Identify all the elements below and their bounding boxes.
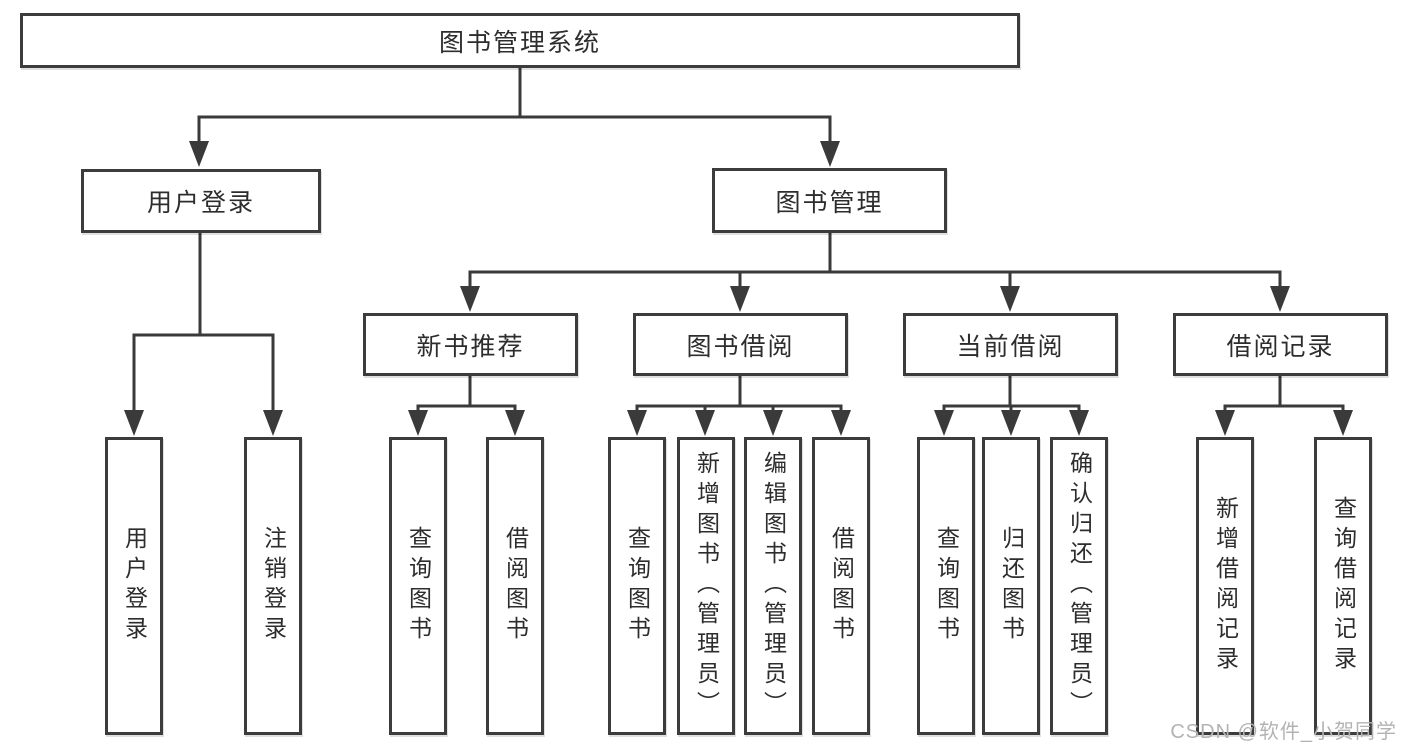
leaf-user-login: 用户登录	[105, 437, 163, 735]
leaf-current-query: 查询图书	[917, 437, 975, 735]
node-label: 注销登录	[260, 526, 287, 646]
leaf-borrow-borrow: 借阅图书	[812, 437, 870, 735]
node-label: 查询图书	[405, 526, 432, 646]
node-user-login: 用户登录	[81, 169, 321, 233]
leaf-borrow-edit-admin: 编辑图书（管理员）	[744, 437, 802, 735]
node-label: 查询图书	[624, 526, 651, 646]
node-label: 借阅记录	[1226, 332, 1335, 361]
node-label: 图书管理	[775, 188, 884, 217]
node-label: 新增借阅记录	[1212, 496, 1239, 676]
node-book-management: 图书管理	[712, 168, 947, 233]
node-label: 借阅图书	[828, 526, 855, 646]
node-label: 确认归还（管理员）	[1066, 451, 1093, 721]
node-current-borrow: 当前借阅	[903, 313, 1118, 376]
leaf-records-add: 新增借阅记录	[1196, 437, 1254, 735]
leaf-borrow-query: 查询图书	[608, 437, 666, 735]
leaf-current-confirm-admin: 确认归还（管理员）	[1050, 437, 1108, 735]
csdn-watermark: CSDN @软件_小贺同学	[1170, 721, 1397, 743]
node-borrow-records: 借阅记录	[1173, 313, 1388, 376]
node-label: 用户登录	[146, 189, 255, 217]
node-book-borrow: 图书借阅	[633, 313, 848, 376]
node-label: 查询借阅记录	[1330, 496, 1357, 676]
node-label: 新书推荐	[416, 332, 525, 361]
node-label: 图书借阅	[686, 332, 795, 361]
leaf-records-query: 查询借阅记录	[1314, 437, 1372, 735]
node-label: 当前借阅	[956, 332, 1065, 361]
leaf-current-return: 归还图书	[982, 437, 1040, 735]
node-label: 编辑图书（管理员）	[760, 451, 787, 721]
leaf-newbook-borrow: 借阅图书	[486, 437, 544, 735]
leaf-logout: 注销登录	[244, 437, 302, 735]
node-label: 用户登录	[121, 526, 148, 646]
node-label: 归还图书	[998, 526, 1025, 646]
node-label: 借阅图书	[502, 526, 529, 646]
node-label: 查询图书	[933, 526, 960, 646]
leaf-newbook-query: 查询图书	[389, 437, 447, 735]
leaf-borrow-add-admin: 新增图书（管理员）	[677, 437, 735, 735]
node-new-book-recommend: 新书推荐	[363, 313, 578, 376]
node-label: 新增图书（管理员）	[693, 451, 720, 721]
node-label: 图书管理系统	[438, 28, 601, 57]
node-root: 图书管理系统	[20, 13, 1020, 68]
